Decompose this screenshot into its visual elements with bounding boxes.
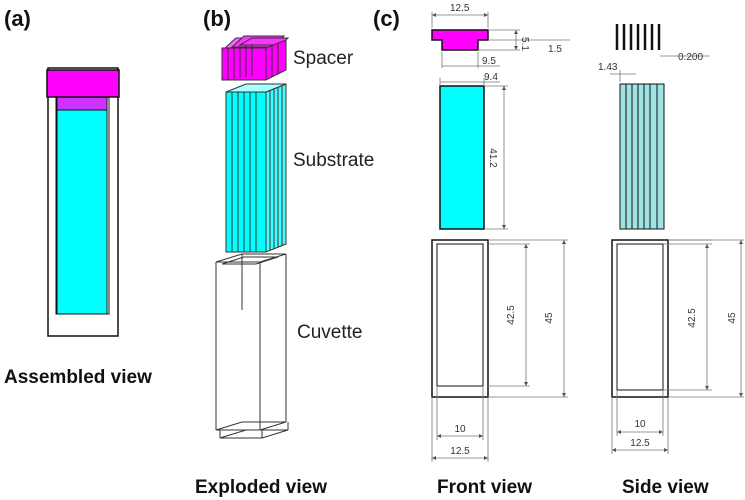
dim-side-substrate-offset: 1.43 bbox=[598, 62, 618, 73]
front-cuvette-outer bbox=[431, 239, 489, 398]
front-spacer bbox=[431, 29, 489, 51]
dim-front-substrate-width: 9.4 bbox=[484, 72, 498, 83]
dim-front-spacer-neck: 9.5 bbox=[482, 56, 496, 67]
caption-front: Front view bbox=[437, 477, 533, 498]
dim-front-spacer-step: 1.5 bbox=[548, 44, 562, 55]
dim-front-spacer-width: 12.5 bbox=[450, 3, 470, 14]
dim-side-cuvette-outer-width: 12.5 bbox=[630, 438, 650, 449]
dim-front-cuvette-outer-height: 45 bbox=[544, 312, 555, 324]
spacer-label: Spacer bbox=[293, 48, 354, 69]
front-cuvette-inner bbox=[436, 243, 484, 387]
panel-label-a: (a) bbox=[4, 6, 31, 31]
dim-front-spacer-height: 5.1 bbox=[519, 37, 530, 51]
side-view-drawing: 0.200 1.43 42.5 45 10 12.5 bbox=[598, 24, 744, 454]
caption-assembled: Assembled view bbox=[4, 367, 152, 388]
caption-side: Side view bbox=[622, 477, 709, 498]
cuvette-label: Cuvette bbox=[297, 322, 363, 343]
exploded-substrate bbox=[225, 83, 287, 253]
side-substrate-plates bbox=[619, 83, 665, 230]
side-cuvette-inner bbox=[616, 243, 664, 391]
dim-front-cuvette-inner-width: 10 bbox=[454, 424, 466, 435]
assembled-spacer-neck bbox=[56, 96, 108, 111]
side-cuvette-outer bbox=[611, 239, 669, 398]
assembled-spacer-cap bbox=[46, 69, 120, 98]
panel-label-b: (b) bbox=[203, 6, 232, 31]
caption-exploded: Exploded view bbox=[195, 477, 327, 498]
dim-front-cuvette-inner-height: 42.5 bbox=[506, 305, 517, 325]
dim-side-spacer-gap: 0.200 bbox=[678, 52, 703, 63]
assembled-substrate bbox=[56, 109, 108, 315]
side-spacer-plates bbox=[615, 24, 661, 50]
front-view-drawing: 12.5 5.1 1.5 9.5 9.4 41.2 42.5 45 10 12.… bbox=[431, 3, 570, 462]
dim-side-cuvette-outer-height: 45 bbox=[727, 312, 738, 324]
dim-side-cuvette-inner-height: 42.5 bbox=[687, 308, 698, 328]
dim-front-substrate-height: 41.2 bbox=[487, 148, 498, 168]
dim-side-cuvette-inner-width: 10 bbox=[634, 419, 646, 430]
front-substrate bbox=[439, 85, 485, 230]
exploded-spacer bbox=[221, 35, 290, 81]
dim-front-cuvette-outer-width: 12.5 bbox=[450, 446, 470, 457]
substrate-label: Substrate bbox=[293, 150, 375, 171]
panel-label-c: (c) bbox=[373, 6, 400, 31]
exploded-cuvette bbox=[215, 253, 289, 439]
assembled-cuvette bbox=[46, 67, 120, 337]
